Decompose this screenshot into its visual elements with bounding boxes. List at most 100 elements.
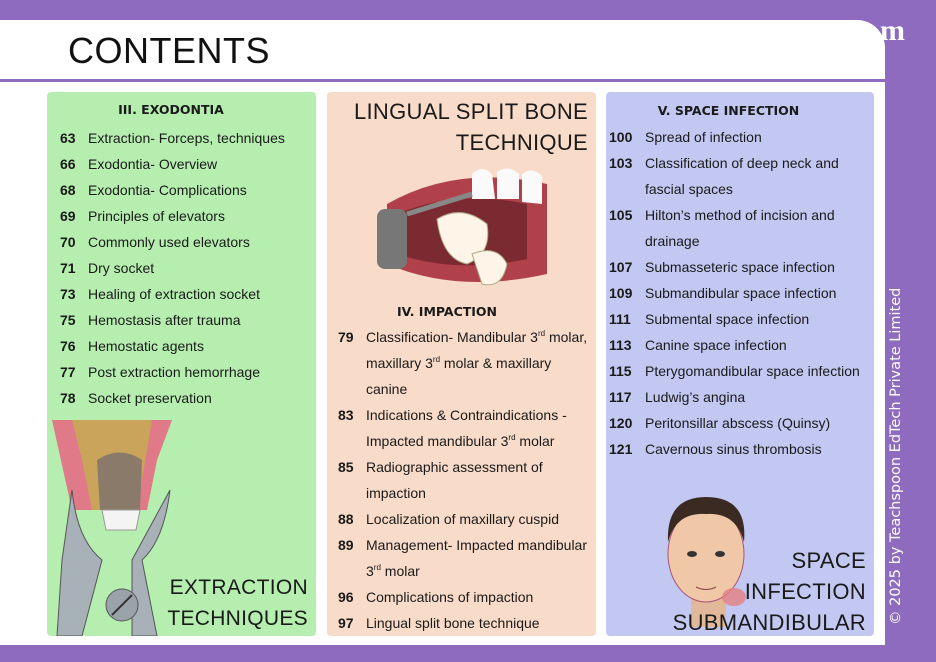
list-item[interactable]: 100 Spread of infection — [609, 124, 874, 150]
page-number: 89 — [338, 537, 354, 553]
text-segment: Peritonsillar abscess (Quinsy) — [645, 415, 831, 431]
page-number: 78 — [60, 390, 76, 406]
impaction-panel: LINGUAL SPLIT BONE TECHNIQUE IV. IMPACTI… — [327, 92, 596, 636]
page-number: 77 — [60, 364, 76, 380]
item-title: Hemostatic agents — [88, 333, 310, 359]
page-number: 120 — [609, 415, 633, 431]
list-item[interactable]: 103 Classification of deep neck and fasci… — [609, 150, 874, 202]
list-item[interactable]: 83 Indications & Contraindications - Impa… — [338, 402, 593, 454]
page-number: 121 — [609, 441, 633, 457]
item-title: Healing of extraction socket — [88, 281, 310, 307]
item-title: Cavernous sinus thrombosis — [645, 436, 874, 462]
text-segment: Hemostatic agents — [88, 338, 204, 354]
superscript: rd — [537, 329, 546, 338]
superscript: rd — [432, 355, 441, 364]
caption-line: LINGUAL SPLIT BONE — [353, 99, 588, 124]
page-number: 79 — [338, 329, 354, 345]
page-number: 105 — [609, 207, 633, 223]
item-title: Principles of elevators — [88, 203, 310, 229]
text-segment: Complications of impaction — [366, 589, 534, 605]
page-number: 75 — [60, 312, 76, 328]
list-item[interactable]: 97 Lingual split bone technique — [338, 610, 593, 636]
superscript: rd — [508, 433, 516, 442]
page-number: 97 — [338, 615, 354, 631]
page-number: 68 — [60, 182, 76, 198]
text-segment: Classification of deep neck and fascial … — [645, 155, 839, 197]
item-title: Classification of deep neck and fascial … — [645, 150, 874, 202]
item-title: Complications of impaction — [366, 584, 593, 610]
item-title: Peritonsillar abscess (Quinsy) — [645, 410, 874, 436]
page-number: 107 — [609, 259, 633, 275]
text-segment: Lingual split bone technique — [366, 615, 540, 631]
superscript: rd — [373, 563, 381, 572]
copyright-text: © 2025 by Teachspoon EdTech Private Limi… — [888, 287, 904, 625]
list-item[interactable]: 77 Post extraction hemorrhage — [60, 359, 310, 385]
text-segment: Radiographic assessment of impaction — [366, 459, 543, 501]
text-segment: Pterygomandibular space infection — [645, 363, 860, 379]
caption-line: EXTRACTION — [169, 576, 308, 599]
page-number: 88 — [338, 511, 354, 527]
page-number: 113 — [609, 337, 632, 353]
item-title: Pterygomandibular space infection — [645, 358, 874, 384]
forceps-extraction-icon — [52, 420, 172, 636]
item-title: Localization of maxillary cuspid — [366, 506, 593, 532]
text-segment: Principles of elevators — [88, 208, 225, 224]
list-item[interactable]: 75 Hemostasis after trauma — [60, 307, 310, 333]
page-title: CONTENTS — [68, 30, 270, 71]
list-item[interactable]: 111 Submental space infection — [609, 306, 874, 332]
page-number: 63 — [60, 130, 76, 146]
item-title: Canine space infection — [645, 332, 874, 358]
caption-line: TECHNIQUES — [167, 607, 308, 630]
text-segment: Spread of infection — [645, 129, 762, 145]
text-segment: Localization of maxillary cuspid — [366, 511, 559, 527]
header-divider — [0, 79, 885, 82]
page-number: 100 — [609, 129, 633, 145]
section-heading: V. SPACE INFECTION — [657, 103, 800, 118]
text-segment: Submasseteric space infection — [645, 259, 835, 275]
list-item[interactable]: 88 Localization of maxillary cuspid — [338, 506, 593, 532]
list-item[interactable]: 63 Extraction- Forceps, techniques — [60, 125, 310, 151]
brand-logo-icon: m — [880, 14, 905, 47]
caption-line: SPACE — [791, 548, 866, 573]
caption-line: TECHNIQUE — [455, 130, 588, 155]
page-number: 103 — [609, 155, 633, 171]
section-heading: IV. IMPACTION — [396, 304, 498, 319]
caption-line: SUBMANDIBULAR — [672, 610, 866, 635]
list-item[interactable]: 76 Hemostatic agents — [60, 333, 310, 359]
text-segment: Extraction- Forceps, techniques — [88, 130, 285, 146]
text-segment: molar, maxillary 3 — [366, 329, 588, 371]
item-title: Radiographic assessment of impaction — [366, 454, 593, 506]
list-item[interactable]: 113 Canine space infection — [609, 332, 874, 358]
text-segment: Commonly used elevators — [88, 234, 250, 250]
page-number: 76 — [60, 338, 76, 354]
page-number: 71 — [60, 260, 76, 276]
item-title: Submental space infection — [645, 306, 874, 332]
list-item[interactable]: 107 Submasseteric space infection — [609, 254, 874, 280]
page-number: 111 — [609, 311, 631, 327]
space-infection-panel: V. SPACE INFECTION 100 Spread of infectio… — [606, 92, 874, 636]
swollen-face-icon — [667, 497, 746, 627]
item-title: Post extraction hemorrhage — [88, 359, 310, 385]
item-title: Submandibular space infection — [645, 280, 874, 306]
list-item[interactable]: 121 Cavernous sinus thrombosis — [609, 436, 874, 462]
text-segment: Indications & Contraindications - Impact… — [366, 407, 567, 449]
page-number: 83 — [338, 407, 354, 423]
item-title: Hemostasis after trauma — [88, 307, 310, 333]
list-item[interactable]: 120 Peritonsillar abscess (Quinsy) — [609, 410, 874, 436]
